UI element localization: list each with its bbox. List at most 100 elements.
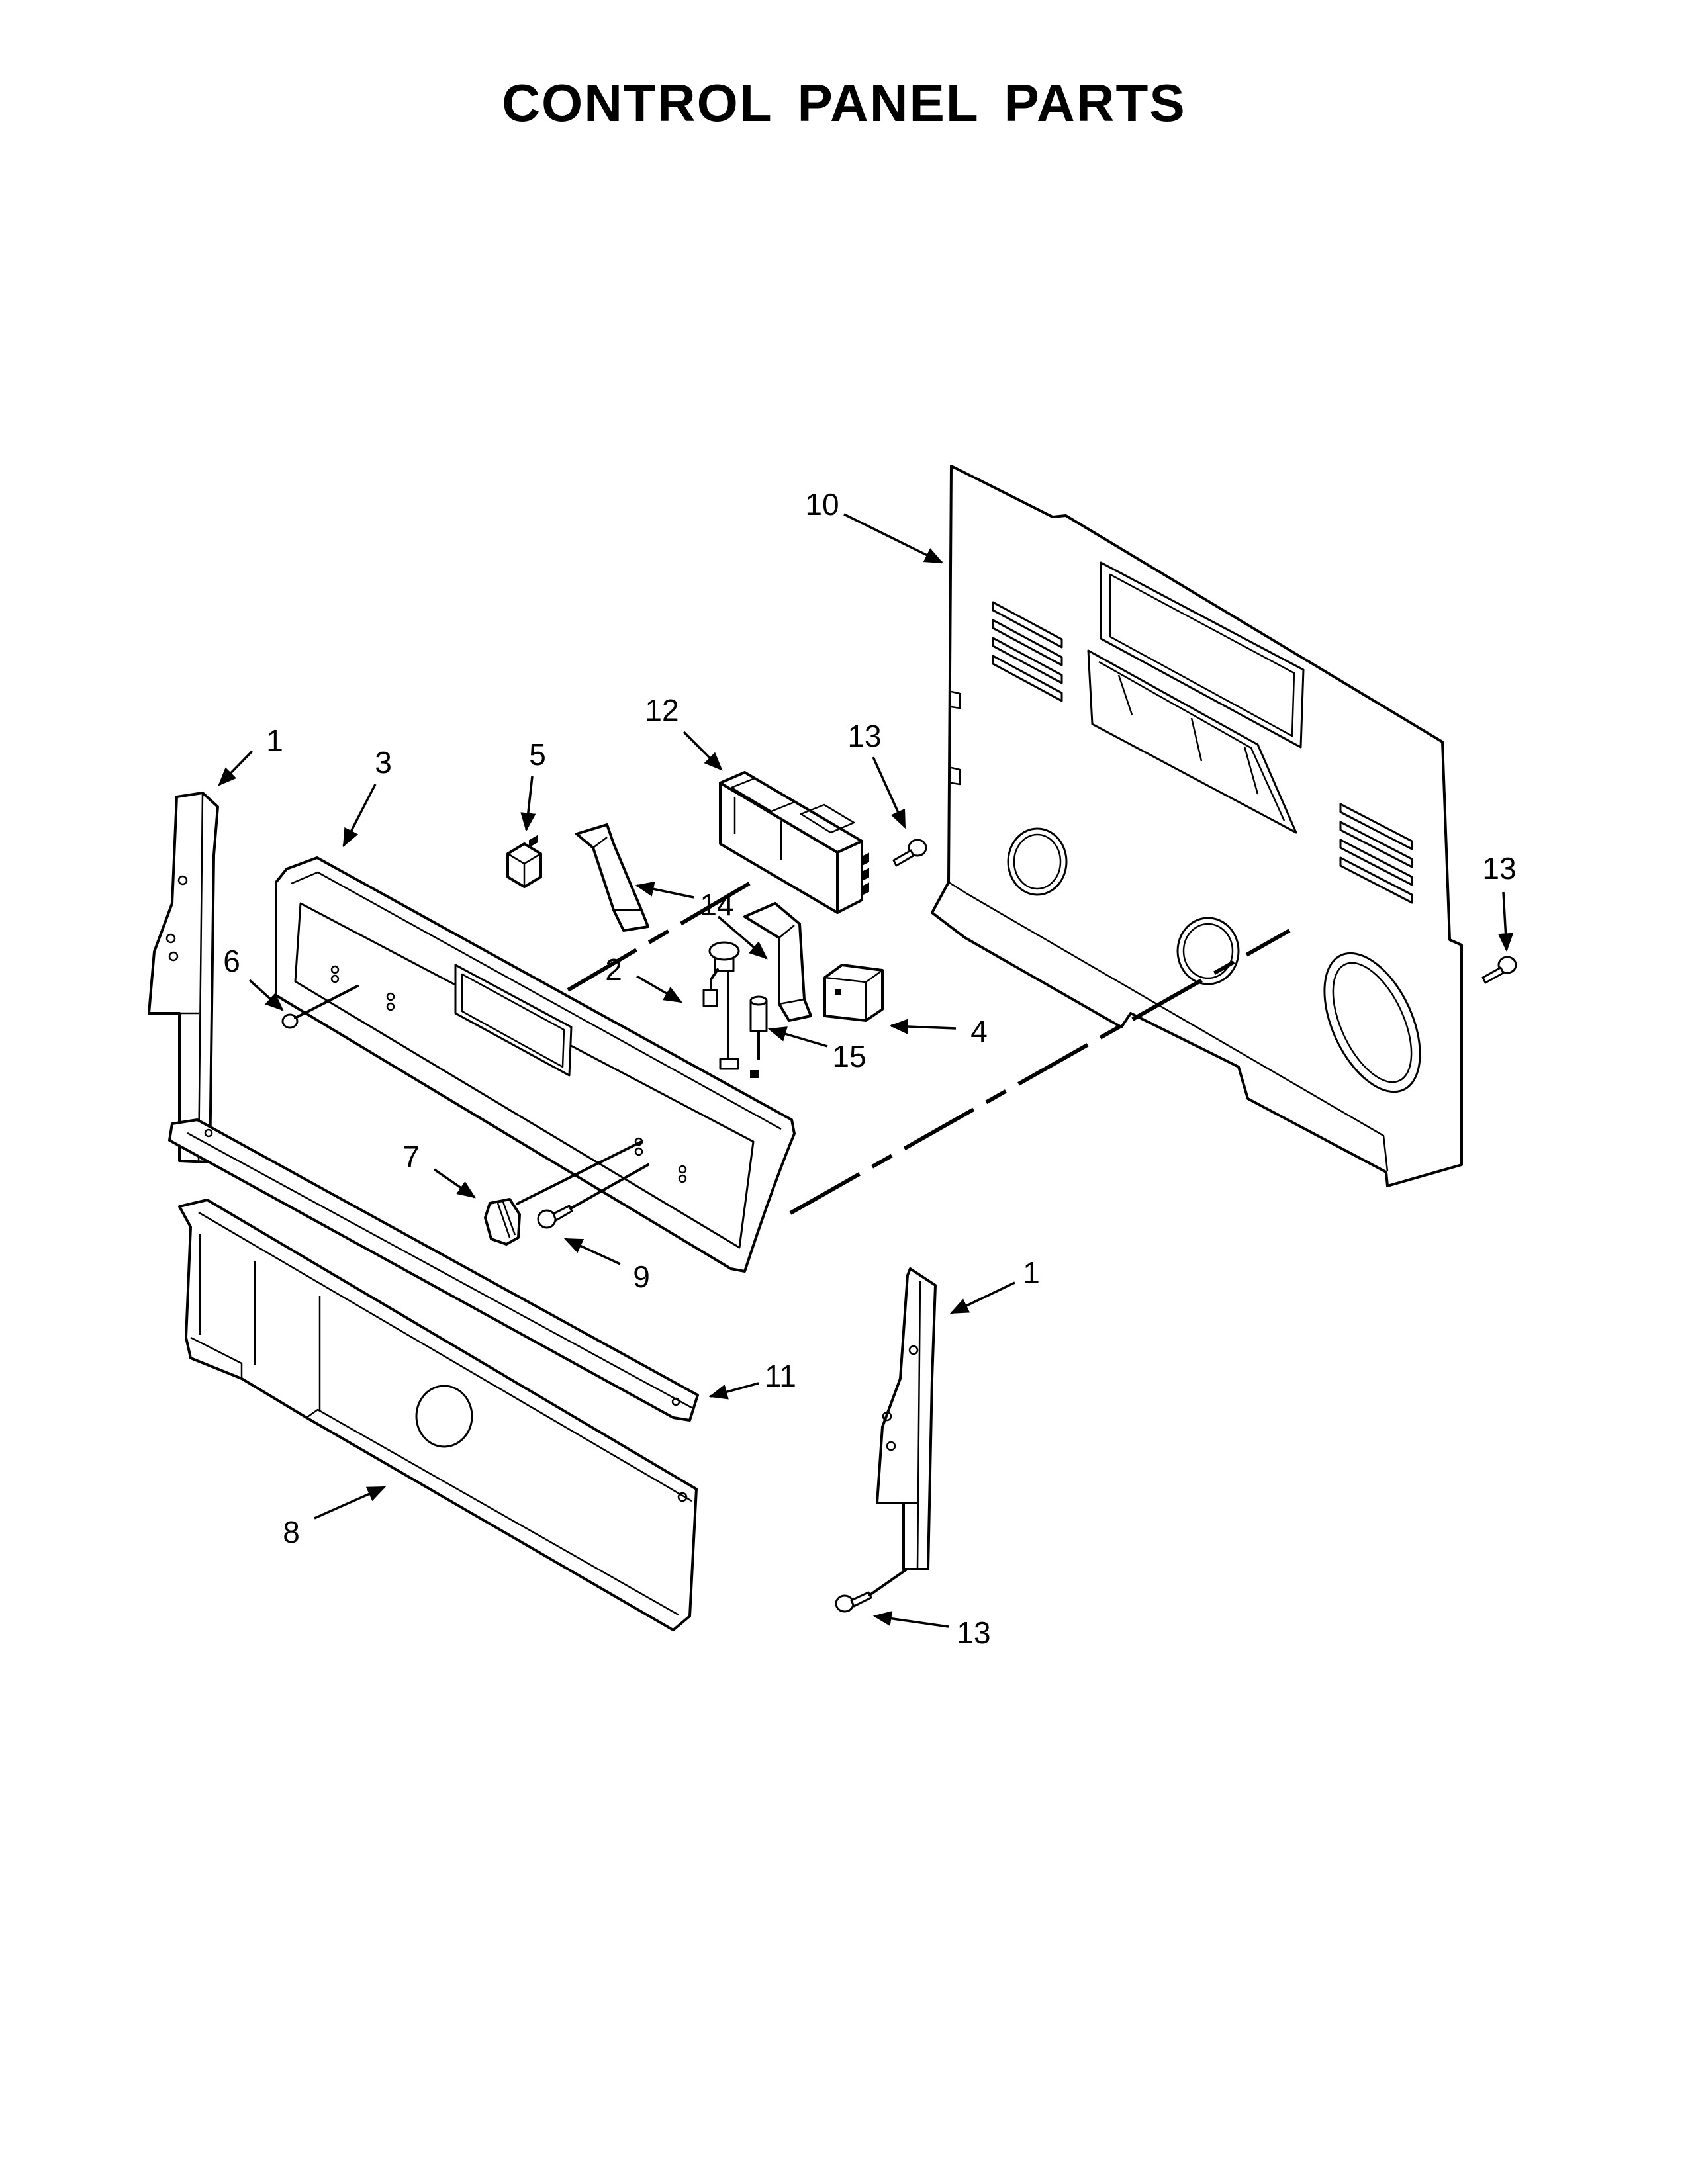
panel-hole (678, 1165, 687, 1174)
part-15-connector (749, 995, 768, 1060)
rear-panel-hole-center (1176, 917, 1240, 985)
panel-mount-slot (719, 1058, 739, 1070)
panel-hole (386, 992, 395, 1001)
callout-label-3: 3 (375, 745, 392, 780)
part-14-bracket-left (575, 823, 649, 932)
panel-hole (634, 1147, 643, 1156)
rear-panel-oval-opening (1323, 952, 1421, 1093)
callout-label-8: 8 (283, 1515, 300, 1549)
callout-label-13-rear: 13 (1482, 851, 1516, 886)
side-bracket-hole (177, 875, 188, 886)
callout-arrow-4 (889, 1019, 957, 1034)
sensor-connector (702, 989, 718, 1007)
callout-label-13-bracket: 13 (957, 1615, 990, 1650)
callout-label-6: 6 (223, 944, 240, 978)
panel-hole (330, 974, 340, 983)
screw-13-alignment-line (868, 1568, 908, 1596)
vent-slot (1339, 856, 1413, 904)
side-bracket-body (876, 1267, 937, 1570)
callout-label-14: 14 (700, 887, 733, 922)
callout-arrow-11 (708, 1382, 759, 1400)
screw-head (908, 839, 927, 857)
vent-slot (1339, 821, 1413, 868)
part-14-bracket-right (743, 902, 812, 1022)
callout-label-9: 9 (633, 1259, 650, 1294)
callout-label-7: 7 (402, 1140, 420, 1174)
panel-display-window (454, 964, 573, 1077)
block-body (823, 964, 884, 1022)
side-bracket-body (148, 792, 219, 1163)
callout-arrow-13-bracket (872, 1611, 949, 1628)
part-9-screw (537, 1205, 573, 1229)
callout-arrow-3 (342, 784, 377, 848)
knob-alignment-line (516, 1140, 643, 1205)
part-11-rail (168, 1118, 699, 1422)
assembly-line-panel-to-rear (789, 929, 1291, 1215)
switch-terminal (529, 835, 538, 848)
panel-mount-clip (750, 1070, 759, 1078)
part-4-block (823, 964, 884, 1022)
callout-arrow-1-right (949, 1281, 1015, 1314)
rear-panel-lower-opening (1087, 649, 1297, 834)
rail-edge (187, 1132, 692, 1409)
vent-slot (1339, 803, 1413, 850)
callout-label-12: 12 (645, 693, 679, 727)
bracket-body (743, 902, 812, 1022)
side-bracket-hole (882, 1411, 892, 1422)
rail-hole (671, 1397, 680, 1406)
screw-head (281, 1013, 299, 1029)
part-1-side-bracket-right (876, 1267, 937, 1570)
vent-slot (992, 619, 1063, 666)
rear-panel-hole-left (1007, 827, 1068, 896)
callout-arrow-14-left (635, 881, 694, 899)
screw-9-alignment-line (569, 1163, 649, 1210)
connector-top (749, 995, 768, 1006)
part-13-screw-board (892, 839, 927, 867)
panel-front-face (294, 902, 755, 1249)
panel-hole (330, 965, 340, 974)
screw-shank (1481, 966, 1505, 984)
block-terminal (835, 989, 841, 995)
vent-slot (992, 601, 1063, 649)
rear-panel-left-vents (992, 601, 1063, 702)
switch-edges (507, 852, 541, 887)
bracket-body (575, 823, 649, 932)
callout-arrow-12 (682, 731, 723, 771)
callout-arrow-7 (434, 1168, 476, 1199)
knob-pointer (496, 1201, 516, 1238)
rear-panel-window (1100, 561, 1305, 749)
part-5-switch (506, 835, 542, 888)
callout-label-5: 5 (529, 737, 546, 772)
screw-shank (552, 1205, 573, 1222)
vent-slot (1339, 839, 1413, 886)
rear-panel-oval-inner (1332, 962, 1413, 1083)
screw-shank (294, 1011, 307, 1019)
rear-panel-flange-line (948, 881, 1389, 1172)
callout-arrow-13-rear (1497, 891, 1514, 952)
part-3-control-panel (275, 856, 796, 1273)
callout-arrow-1-left (218, 750, 254, 786)
trim-top-lip (198, 1211, 692, 1502)
screw-shank (850, 1591, 872, 1608)
knob-body (484, 1198, 521, 1246)
bracket-fold (778, 925, 805, 1005)
screw-head (1497, 956, 1517, 974)
screw-shank (892, 849, 915, 867)
part-8-lower-trim (178, 1199, 698, 1631)
callout-arrow-14-right (717, 915, 768, 960)
rear-panel-left-tabs (951, 690, 961, 786)
part-13-screw-rear (1481, 956, 1517, 984)
rail-hole (204, 1128, 213, 1138)
trim-bottom-lip (306, 1408, 679, 1616)
callout-label-1-left: 1 (266, 723, 283, 758)
block-edges (824, 969, 883, 1021)
panel-display-window-inner (461, 973, 565, 1068)
rear-panel-window-inner (1109, 573, 1295, 737)
callout-arrow-5 (520, 776, 536, 832)
screw-head (835, 1594, 855, 1613)
assembly-line-behind-panel (567, 878, 757, 992)
part-10-rear-panel (931, 465, 1463, 1187)
board-top-face (719, 771, 863, 854)
part-7-knob (484, 1198, 521, 1246)
